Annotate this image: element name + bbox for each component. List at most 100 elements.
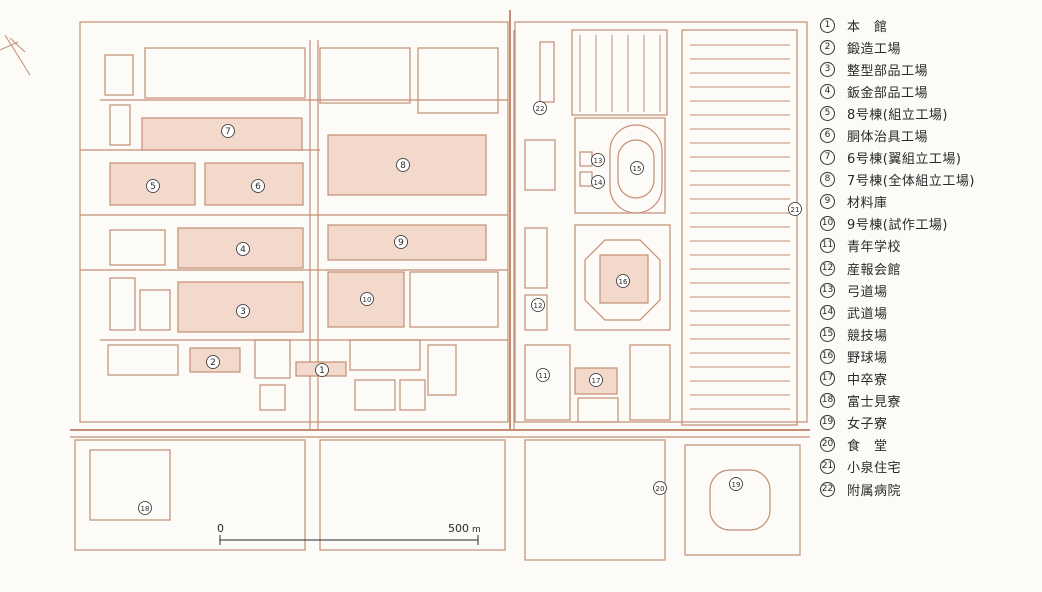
legend-label: 6号棟(翼組立工場) xyxy=(847,152,962,168)
legend-label: 女子寮 xyxy=(847,417,888,433)
building-3 xyxy=(177,281,304,333)
map-marker-number: 21 xyxy=(791,206,800,214)
scale-bar xyxy=(219,535,479,545)
scale-zero-label: 0 xyxy=(217,522,224,535)
map-marker-number: 11 xyxy=(539,372,548,380)
map-marker-number: 1 xyxy=(319,366,325,376)
legend-item: 21 小泉住宅 xyxy=(820,456,1035,478)
legend-number-badge: 13 xyxy=(820,282,835,298)
legend-label: 附属病院 xyxy=(847,483,902,499)
map-marker-number: 2 xyxy=(210,358,216,368)
map-marker xyxy=(394,235,408,249)
legend-item: 9 材料庫 xyxy=(820,191,1035,213)
map-marker xyxy=(531,298,545,312)
map-marker xyxy=(788,202,802,216)
legend-item: 2 鍛造工場 xyxy=(820,36,1035,58)
map-marker xyxy=(396,158,410,172)
legend-number-badge: 22 xyxy=(820,481,835,497)
legend-label: 富士見寮 xyxy=(847,395,902,411)
scale-unit-label: m xyxy=(472,525,481,535)
legend-item: 11 青年学校 xyxy=(820,235,1035,257)
map-marker-number: 6 xyxy=(255,182,261,192)
legend-label: 小泉住宅 xyxy=(847,461,902,477)
legend-number-badge: 9 xyxy=(820,194,835,210)
map-marker-number: 17 xyxy=(592,377,601,385)
map-marker-number: 20 xyxy=(656,485,665,493)
map-marker xyxy=(236,304,250,318)
legend-number-badge: 12 xyxy=(820,260,835,276)
legend-label: 7号棟(全体組立工場) xyxy=(847,174,975,190)
legend-item: 20 食 堂 xyxy=(820,434,1035,456)
legend-label: 本 館 xyxy=(847,19,888,35)
legend-number-badge: 14 xyxy=(820,304,835,320)
legend-label: 鍛造工場 xyxy=(847,41,902,57)
map-marker-number: 14 xyxy=(594,179,603,187)
legend-number-badge: 2 xyxy=(820,39,835,55)
legend-item: 22 附属病院 xyxy=(820,478,1035,500)
legend-label: 8号棟(組立工場) xyxy=(847,107,948,123)
legend-number-badge: 20 xyxy=(820,437,835,453)
legend-number-badge: 18 xyxy=(820,393,835,409)
legend-number-badge: 21 xyxy=(820,459,835,475)
legend-label: 胴体治具工場 xyxy=(847,130,929,146)
legend-label: 整型部品工場 xyxy=(847,63,929,79)
legend-label: 武道場 xyxy=(847,306,888,322)
east-area-boundary xyxy=(514,21,808,423)
map-marker-number: 13 xyxy=(594,157,603,165)
map-marker-number: 7 xyxy=(225,127,231,137)
legend-item: 12 産報会館 xyxy=(820,257,1035,279)
map-marker-number: 9 xyxy=(398,238,404,248)
legend-label: 産報会館 xyxy=(847,262,902,278)
legend-number-badge: 6 xyxy=(820,128,835,144)
legend-item: 10 9号棟(試作工場) xyxy=(820,213,1035,235)
building-9 xyxy=(327,224,487,261)
map-marker xyxy=(206,355,220,369)
legend-label: 弓道場 xyxy=(847,284,888,300)
legend-item: 8 7号棟(全体組立工場) xyxy=(820,169,1035,191)
legend-item: 14 武道場 xyxy=(820,301,1035,323)
legend-label: 中卒寮 xyxy=(847,373,888,389)
map-marker xyxy=(251,179,265,193)
map-marker xyxy=(536,368,550,382)
legend-number-badge: 4 xyxy=(820,83,835,99)
scale-end-label: 500 xyxy=(448,522,469,535)
legend-number-badge: 15 xyxy=(820,326,835,342)
map-marker-number: 12 xyxy=(534,302,543,310)
legend-item: 6 胴体治具工場 xyxy=(820,124,1035,146)
legend-label: 食 堂 xyxy=(847,439,888,455)
legend-number-badge: 19 xyxy=(820,415,835,431)
legend-label: 青年学校 xyxy=(847,240,902,256)
map-marker-number: 15 xyxy=(633,165,642,173)
map-marker xyxy=(653,481,667,495)
map-marker-number: 16 xyxy=(619,278,628,286)
map-marker xyxy=(533,101,547,115)
map-marker-number: 18 xyxy=(141,505,150,513)
map-marker-number: 5 xyxy=(150,182,156,192)
map-marker-number: 4 xyxy=(240,245,246,255)
map-marker xyxy=(616,274,630,288)
map-marker xyxy=(236,242,250,256)
map-marker xyxy=(315,363,329,377)
map-marker xyxy=(221,124,235,138)
map-marker xyxy=(729,477,743,491)
legend-number-badge: 8 xyxy=(820,172,835,188)
legend-number-badge: 11 xyxy=(820,238,835,254)
legend-label: 野球場 xyxy=(847,350,888,366)
legend-label: 9号棟(試作工場) xyxy=(847,218,948,234)
legend-number-badge: 17 xyxy=(820,371,835,387)
map-marker xyxy=(630,161,644,175)
west-factory-boundary xyxy=(79,21,509,423)
legend-number-badge: 10 xyxy=(820,216,835,232)
sports-ground-area xyxy=(574,117,666,214)
map-marker-number: 10 xyxy=(363,296,372,304)
legend-item: 19 女子寮 xyxy=(820,412,1035,434)
legend-item: 17 中卒寮 xyxy=(820,368,1035,390)
koizumi-housing-grid xyxy=(571,29,798,426)
legend-label: 材料庫 xyxy=(847,196,888,212)
